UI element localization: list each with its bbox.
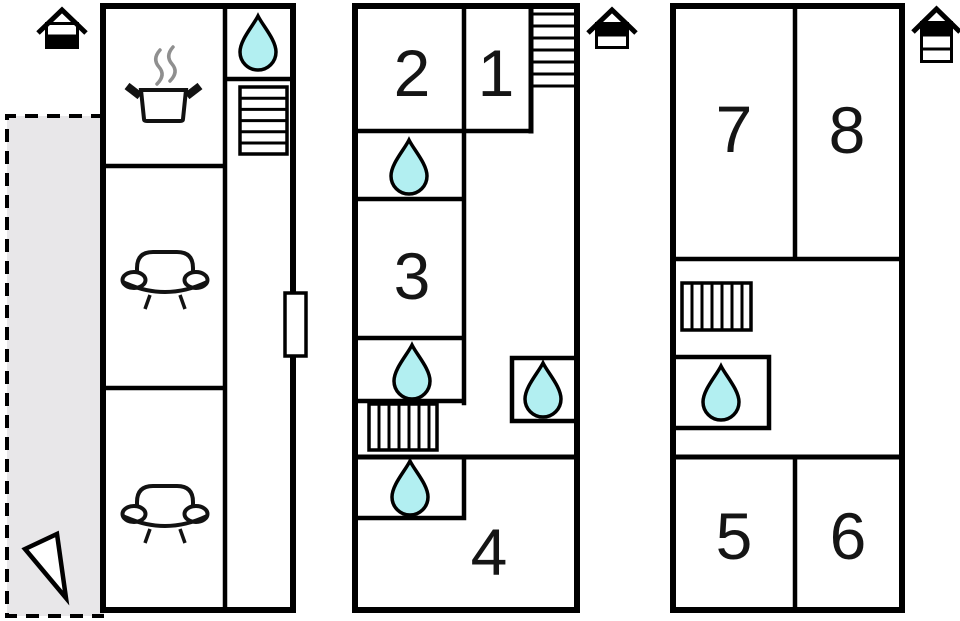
interior-walls bbox=[352, 3, 580, 521]
stairs-icon bbox=[680, 281, 753, 332]
stairs-icon bbox=[531, 12, 577, 88]
terrace bbox=[5, 114, 104, 618]
water-drop-icon bbox=[701, 364, 741, 422]
room-number-6: 6 bbox=[830, 499, 867, 573]
water-drop-icon bbox=[390, 459, 430, 517]
door-icon bbox=[283, 291, 308, 358]
room-number-5: 5 bbox=[716, 499, 753, 573]
room-number-2: 2 bbox=[394, 36, 431, 110]
water-drop-icon bbox=[392, 343, 432, 401]
stairs-icon bbox=[238, 85, 289, 156]
sofa-icon bbox=[120, 484, 210, 545]
water-drop-icon bbox=[389, 138, 429, 196]
house-level-indicator-icon bbox=[911, 5, 960, 63]
sofa-icon bbox=[120, 250, 210, 311]
room-number-4: 4 bbox=[471, 515, 508, 589]
room-number-1: 1 bbox=[478, 36, 515, 110]
stairs-icon bbox=[367, 402, 439, 452]
room-number-7: 7 bbox=[716, 92, 753, 166]
water-drop-icon bbox=[238, 14, 278, 72]
direction-arrow-icon bbox=[21, 530, 70, 606]
floor-plan-right: 7 8 5 6 bbox=[670, 3, 905, 613]
interior-walls bbox=[100, 3, 296, 613]
terrace-dashed-border bbox=[5, 114, 104, 618]
interior-walls bbox=[670, 3, 905, 613]
water-drop-icon bbox=[523, 361, 563, 419]
room-number-3: 3 bbox=[394, 239, 431, 313]
floor-plan-middle: 2 1 3 4 bbox=[352, 3, 580, 613]
floor-plan-left bbox=[100, 3, 308, 613]
kitchen-stove-icon bbox=[124, 45, 203, 123]
house-level-indicator-icon bbox=[36, 6, 88, 49]
house-level-indicator-icon bbox=[586, 6, 638, 49]
room-number-8: 8 bbox=[829, 93, 866, 167]
outer-wall bbox=[670, 3, 905, 613]
